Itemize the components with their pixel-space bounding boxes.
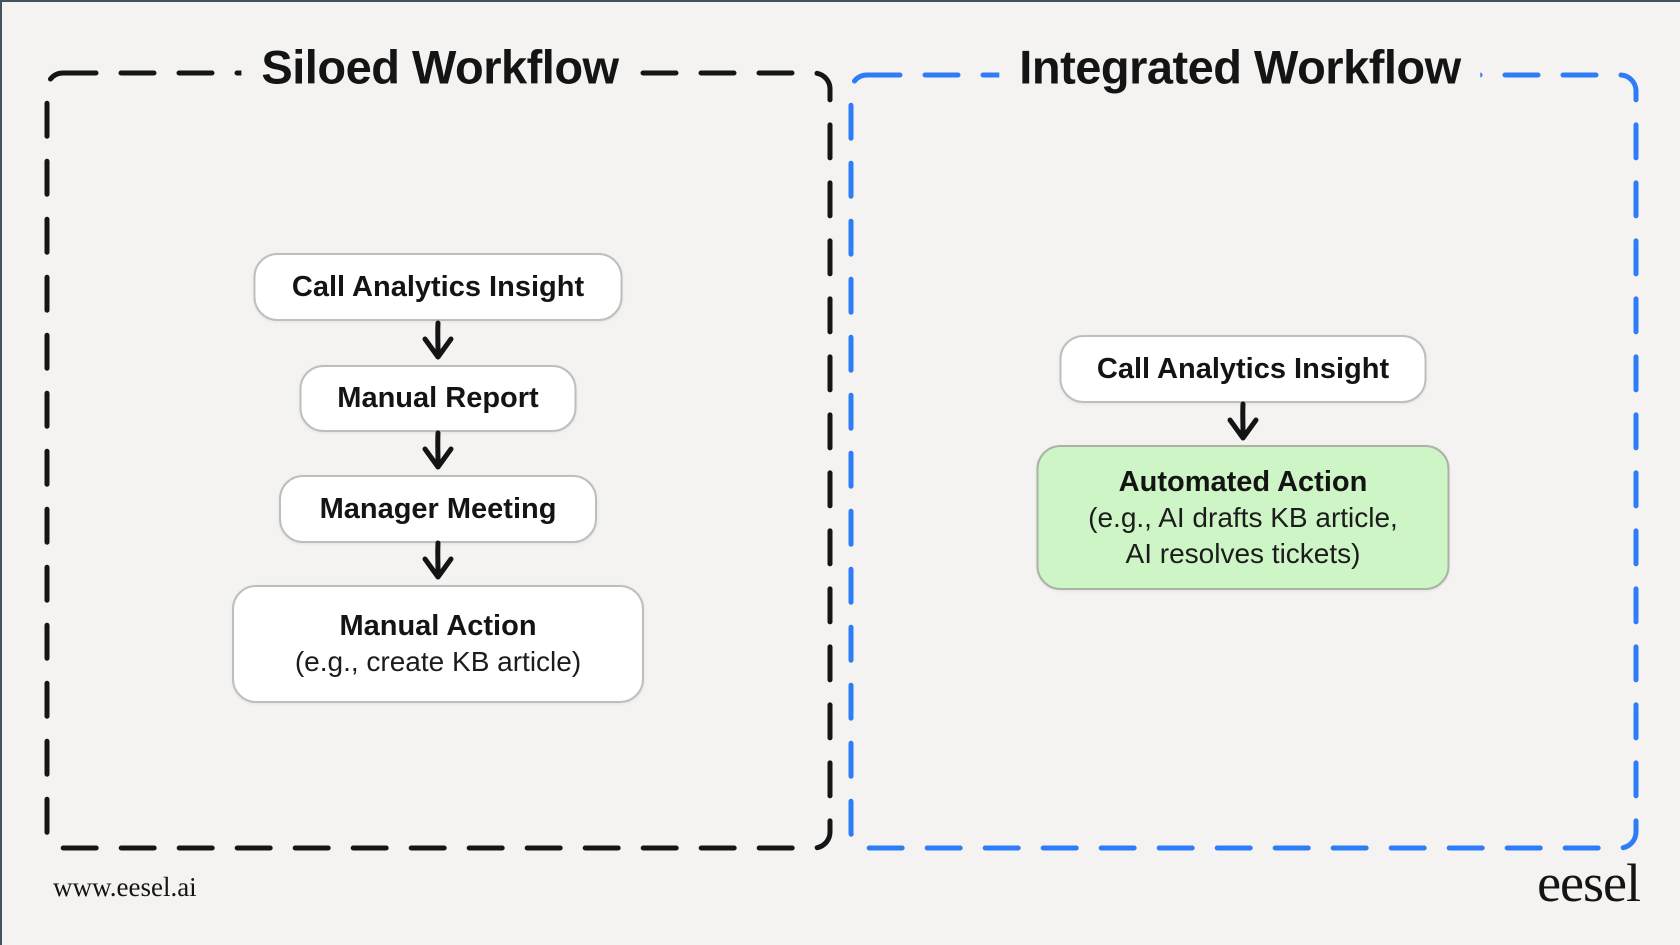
node-label: Call Analytics Insight: [1096, 352, 1390, 385]
down-arrow-icon: [422, 320, 454, 360]
eesel-logo: eesel: [1537, 853, 1641, 913]
node-note-line1: (e.g., AI drafts KB article,: [1088, 502, 1398, 534]
flow-node-call-analytics-insight-siloed: Call Analytics Insight: [253, 253, 623, 321]
down-arrow-icon: [422, 430, 454, 470]
siloed-panel-title: Siloed Workflow: [241, 37, 639, 97]
flow-node-call-analytics-insight-integrated: Call Analytics Insight: [1059, 335, 1427, 403]
flow-node-manual-report: Manual Report: [299, 365, 577, 432]
flow-node-automated-action: Automated Action (e.g., AI drafts KB art…: [1036, 445, 1450, 590]
node-label: Manager Meeting: [319, 492, 557, 525]
down-arrow-icon: [1227, 401, 1259, 441]
down-arrow-icon: [422, 540, 454, 580]
integrated-panel-title: Integrated Workflow: [999, 37, 1481, 97]
flow-node-manager-meeting: Manager Meeting: [279, 475, 597, 543]
node-label: Manual Action: [339, 610, 537, 643]
node-label: Manual Report: [337, 382, 539, 415]
screenshot-left-edge: [0, 0, 2, 945]
flow-node-manual-action: Manual Action (e.g., create KB article): [232, 585, 644, 703]
node-label: Automated Action: [1118, 465, 1368, 498]
node-label: Call Analytics Insight: [291, 270, 585, 303]
footer-site-url: www.eesel.ai: [53, 872, 197, 902]
screenshot-top-edge: [0, 0, 1680, 2]
node-note-line2: AI resolves tickets): [1125, 537, 1361, 569]
node-note: (e.g., create KB article): [294, 646, 582, 678]
